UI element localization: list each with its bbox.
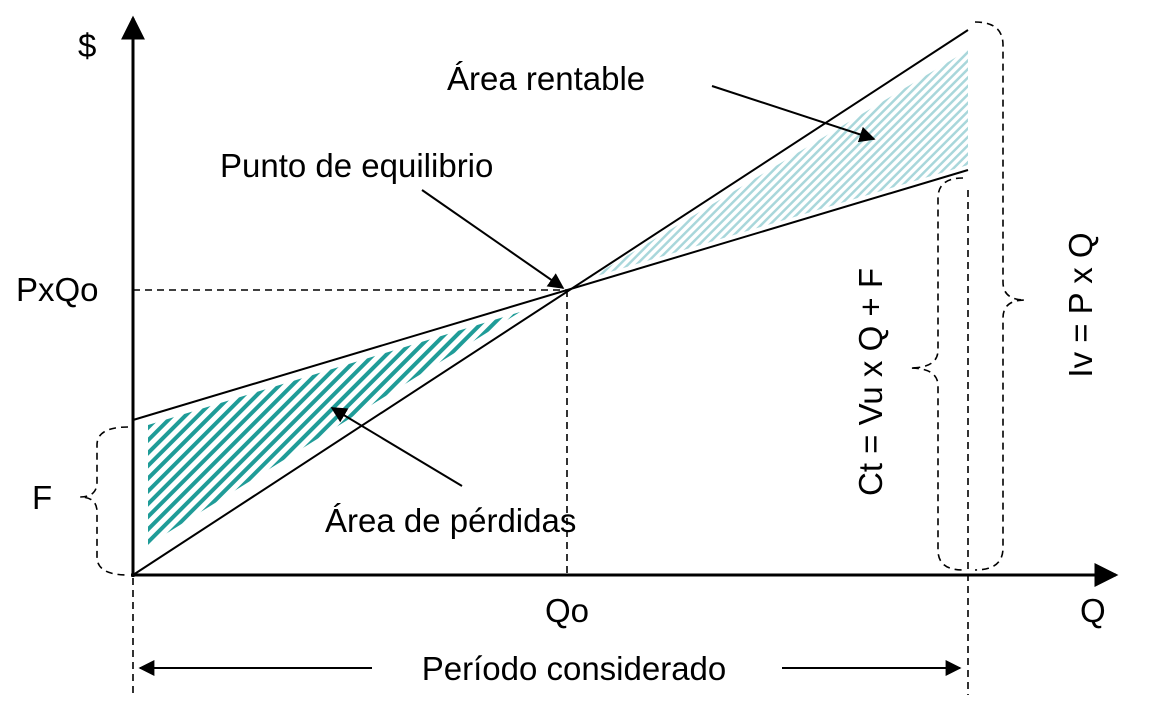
profit-area-label: Área rentable [447,60,645,97]
revenue-label: Iv = P x Q [1062,232,1099,377]
total-cost-brace [909,177,964,571]
period-label: Período considerado [422,650,727,687]
breakeven-label: Punto de equilibrio [220,147,493,184]
breakeven-x-label: Qo [545,592,589,629]
fixed-cost-brace [79,426,129,576]
total-cost-label: Ct = Vu x Q + F [852,268,889,496]
revenue-brace [974,21,1026,571]
loss-area-arrow [330,407,463,487]
total-cost-line [132,169,969,421]
breakeven-arrow [421,189,565,289]
x-axis-label: Q [1080,592,1106,629]
profit-area-arrow [711,85,876,143]
loss-area-label: Área de pérdidas [325,502,576,539]
breakeven-y-label: PxQo [16,271,99,308]
revenue-line [132,29,969,576]
profit-area-hatch [590,50,968,278]
loss-area-hatch [148,312,520,545]
y-axis-label: $ [78,27,96,64]
fixed-cost-label: F [32,479,52,516]
